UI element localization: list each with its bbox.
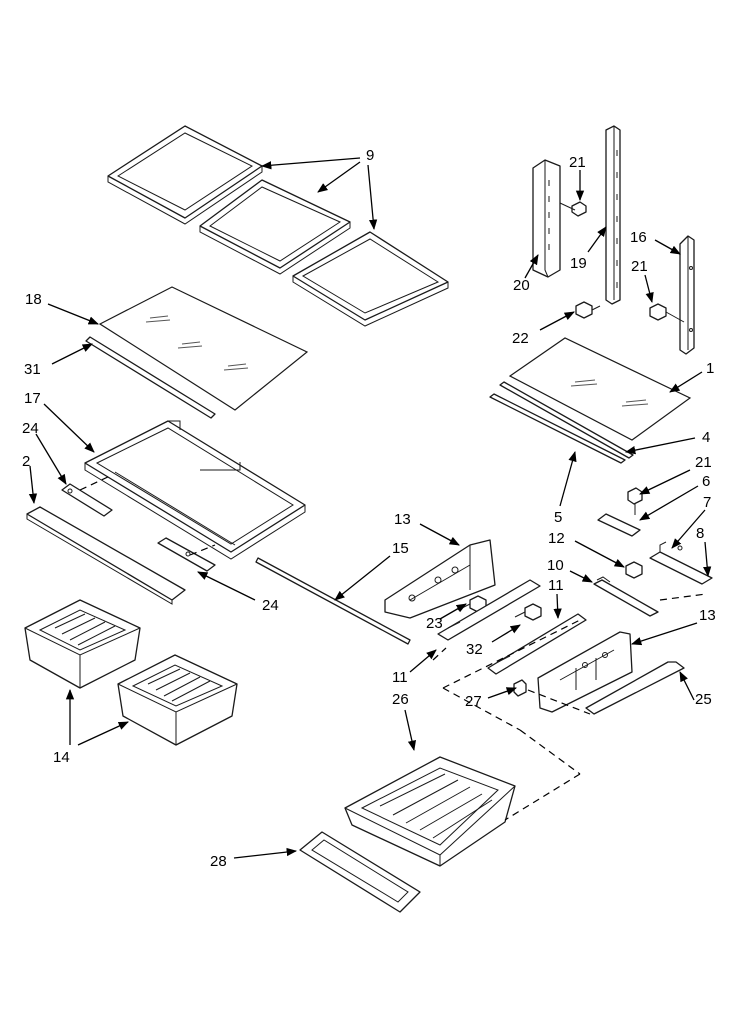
callout-5: 5 bbox=[554, 509, 562, 526]
callout-4: 4 bbox=[702, 429, 710, 446]
callout-26: 26 bbox=[392, 691, 409, 708]
callout-24-lower: 24 bbox=[262, 597, 279, 614]
rail-part-16 bbox=[679, 235, 695, 355]
callout-24-left: 24 bbox=[22, 420, 39, 437]
callout-21-right: 21 bbox=[631, 258, 648, 275]
bracket-part-6 bbox=[597, 513, 641, 537]
callout-16: 16 bbox=[630, 229, 647, 246]
shelf-frame-part-9 bbox=[107, 125, 449, 327]
callout-27: 27 bbox=[465, 693, 482, 710]
crisper-bin-2 bbox=[117, 654, 238, 746]
slide-shelf-frame-part-17 bbox=[84, 420, 306, 560]
callout-8: 8 bbox=[696, 525, 704, 542]
screw-part-12 bbox=[625, 561, 643, 579]
callout-21-upper: 21 bbox=[569, 154, 586, 171]
front-trim-part-2 bbox=[26, 506, 186, 605]
shelf-frame-1 bbox=[107, 125, 263, 225]
glass-shelf-part-18 bbox=[98, 286, 309, 411]
callout-14: 14 bbox=[53, 749, 70, 766]
callout-18: 18 bbox=[25, 291, 42, 308]
screw-part-32 bbox=[514, 603, 542, 621]
handle-part-25 bbox=[585, 661, 685, 715]
callout-13-right: 13 bbox=[699, 607, 716, 624]
callout-21-middle: 21 bbox=[695, 454, 712, 471]
leader-lines bbox=[28, 157, 712, 859]
glass-shelf-part-1 bbox=[508, 337, 692, 441]
callout-11-lower: 11 bbox=[392, 669, 408, 686]
rail-part-19 bbox=[605, 125, 621, 305]
screw-part-21-right bbox=[649, 303, 685, 323]
screw-part-21-upper bbox=[559, 201, 587, 217]
callout-6: 6 bbox=[702, 473, 710, 490]
callout-20: 20 bbox=[513, 277, 530, 294]
screw-part-22 bbox=[575, 301, 601, 319]
slide-part-11-left bbox=[437, 579, 541, 641]
callout-31: 31 bbox=[24, 361, 41, 378]
bracket-part-24-upper bbox=[61, 483, 113, 517]
callout-12: 12 bbox=[548, 530, 565, 547]
shelf-frame-3 bbox=[292, 231, 449, 327]
callout-17: 17 bbox=[24, 390, 41, 407]
callout-15: 15 bbox=[392, 540, 409, 557]
end-cap-part-13-left bbox=[384, 539, 496, 619]
shelf-frame-2 bbox=[199, 179, 351, 275]
callout-2: 2 bbox=[22, 453, 30, 470]
callout-10: 10 bbox=[547, 557, 564, 574]
callout-7: 7 bbox=[703, 494, 711, 511]
rod-part-15 bbox=[255, 557, 411, 645]
callout-19: 19 bbox=[570, 255, 587, 272]
callout-23: 23 bbox=[426, 615, 443, 632]
trim-strip-part-31 bbox=[85, 336, 216, 419]
callout-22: 22 bbox=[512, 330, 529, 347]
slide-part-10 bbox=[593, 576, 659, 617]
callout-11-upper: 11 bbox=[548, 577, 564, 594]
callout-28: 28 bbox=[210, 853, 227, 870]
screw-part-21-middle bbox=[627, 487, 643, 515]
callout-labels: 9 21 19 20 22 16 21 18 31 1 17 4 24 21 2… bbox=[22, 147, 716, 870]
crisper-bin-1 bbox=[24, 599, 141, 689]
end-cap-part-13-right bbox=[537, 631, 633, 713]
trim-part-4 bbox=[499, 381, 634, 459]
crisper-bin-part-14 bbox=[24, 599, 238, 746]
callout-9: 9 bbox=[366, 147, 374, 164]
bracket-part-24-lower bbox=[157, 537, 216, 572]
rail-part-8 bbox=[649, 541, 713, 585]
rail-part-20 bbox=[532, 159, 561, 278]
trim-part-5 bbox=[489, 393, 626, 464]
drawer-part-26 bbox=[344, 756, 516, 867]
callout-1: 1 bbox=[706, 360, 714, 377]
callout-13-left: 13 bbox=[394, 511, 411, 528]
callout-32: 32 bbox=[466, 641, 483, 658]
callout-25: 25 bbox=[695, 691, 712, 708]
handle-part-28 bbox=[299, 831, 421, 913]
